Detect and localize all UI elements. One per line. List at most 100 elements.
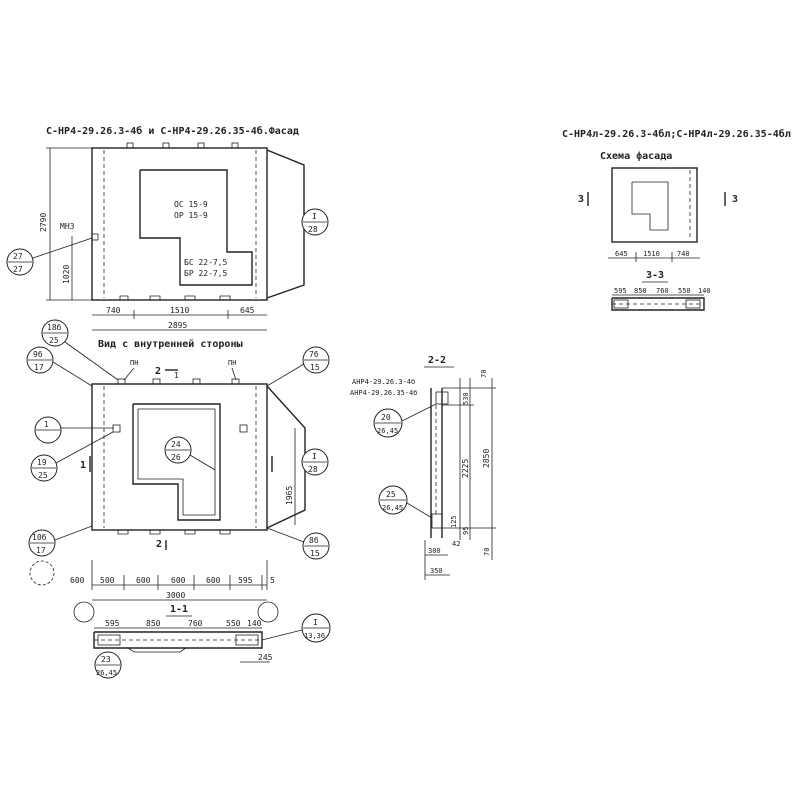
leader-line xyxy=(231,367,237,381)
leader-line xyxy=(64,341,119,381)
leader-line xyxy=(401,403,437,422)
bubble-top: 8б xyxy=(309,535,319,545)
dim-section: 550 xyxy=(226,619,241,628)
dim-vertical: 125 xyxy=(450,515,458,528)
leader-line xyxy=(266,527,305,543)
facade-opening xyxy=(139,169,253,286)
section-mark: 1 xyxy=(80,460,86,471)
dim-vertical: 95 xyxy=(462,527,470,535)
bubble-top: I xyxy=(313,618,318,627)
opening-mark: ОР 15-9 xyxy=(174,211,208,220)
inside-opening-inner xyxy=(137,408,216,516)
dim-bottom: 600 xyxy=(206,576,221,585)
opening-mark: ОС 15-9 xyxy=(174,200,208,209)
leader-line xyxy=(261,629,303,641)
bottom-key xyxy=(184,530,196,535)
scheme-section-mark: 3 xyxy=(732,194,738,205)
leader-line xyxy=(266,363,305,387)
lifting-loop xyxy=(117,378,126,385)
scheme-title: С-НР4л-29.26.3-4бл;С-НР4л-29.26.35-4бл xyxy=(562,128,791,140)
bubble-bottom: 17 xyxy=(36,546,46,555)
leader-line xyxy=(123,367,135,381)
bottom-key xyxy=(219,530,231,535)
scheme-section-dim: 760 xyxy=(656,287,669,295)
opening-mark: БС 22-7,5 xyxy=(184,258,228,267)
pn-label: ПН xyxy=(228,359,236,367)
dim-vertical: 2225 xyxy=(461,459,470,478)
scheme-section-dim: 595 xyxy=(614,287,627,295)
dim-bottom: 600 xyxy=(171,576,186,585)
bubble-bottom: 25 xyxy=(49,336,59,345)
faint-callout xyxy=(73,601,95,623)
bubble-bottom: 28 xyxy=(308,465,318,474)
scheme-dim: 645 xyxy=(615,250,628,258)
lifting-loop xyxy=(126,142,134,149)
bubble-top: I xyxy=(312,452,317,461)
bubble-bottom: 26 xyxy=(171,453,181,462)
bubble-top: 1 xyxy=(44,420,49,429)
dim-bottom: 595 xyxy=(238,576,253,585)
inside-title: Вид с внутренней стороны xyxy=(98,338,243,350)
bubble-bottom: 15 xyxy=(310,363,320,372)
dim-bottom: 1510 xyxy=(170,306,189,315)
dim-section-bottom: 245 xyxy=(258,653,273,662)
bottom-key xyxy=(149,530,161,535)
faint-callout xyxy=(29,560,55,586)
bubble-bottom: 26,45 xyxy=(377,427,398,435)
section-void xyxy=(435,391,449,405)
section-mark: 2 xyxy=(156,539,162,550)
bubble-top: 25 xyxy=(386,490,396,499)
scheme-section-mark: 3 xyxy=(578,194,584,205)
dim-bottom: 600 xyxy=(136,576,151,585)
facade-title: С-НР4-29.26.3-4б и С-НР4-29.26.35-4б.Фас… xyxy=(46,125,299,137)
bubble-top: 10б xyxy=(32,532,47,542)
section-title: 2-2 xyxy=(428,355,446,366)
section-mark: 2 xyxy=(155,366,161,377)
dim-vertical: 2850 xyxy=(482,449,491,468)
dim-small: 300 xyxy=(428,547,441,555)
bottom-key xyxy=(119,295,129,300)
scheme-section-profile xyxy=(611,297,705,311)
section-title: 1-1 xyxy=(170,604,188,615)
dim-vertical: 70 xyxy=(480,370,488,378)
mnz-label: МН3 xyxy=(60,222,75,231)
pn-label: ПН xyxy=(130,359,138,367)
bubble-bottom: 26,45 xyxy=(382,504,403,512)
lifting-loop xyxy=(152,378,161,385)
dim-small: 42 xyxy=(452,540,460,548)
bottom-key xyxy=(149,295,161,300)
dim-section: 760 xyxy=(188,619,203,628)
scheme-opening xyxy=(631,181,669,231)
scheme-section-dim: 550 xyxy=(678,287,691,295)
scheme-section-dim: 850 xyxy=(634,287,647,295)
section-void xyxy=(431,513,443,529)
bubble-bottom: 26,45 xyxy=(96,669,117,677)
inside-opening-outer xyxy=(132,403,221,521)
faint-callout xyxy=(257,601,279,623)
lifting-loop xyxy=(192,378,201,385)
bubble-top: 27 xyxy=(13,252,23,261)
scheme-section-dim: 140 xyxy=(698,287,711,295)
section-key xyxy=(127,647,187,653)
facade-scheme: С-НР4л-29.26.3-4бл;С-НР4л-29.26.35-4бл С… xyxy=(562,128,791,311)
bubble-bottom: 28 xyxy=(308,225,318,234)
inside-panel-outline xyxy=(91,383,268,531)
dim-vertical: 530 xyxy=(462,392,470,405)
leader-line xyxy=(406,502,433,519)
bottom-key xyxy=(219,295,231,300)
embedded-part xyxy=(112,424,121,433)
section-profile xyxy=(93,631,263,649)
bubble-bottom: 27 xyxy=(13,265,23,274)
dim-width-total: 2895 xyxy=(168,321,187,330)
panel-mark: АНР4-29.26.35-4б xyxy=(350,389,417,397)
inside-side-return xyxy=(266,385,306,529)
bubble-bottom: 13,36 xyxy=(304,632,325,640)
dim-bottom: 645 xyxy=(240,306,255,315)
mnz-mark xyxy=(91,233,99,241)
scheme-section-title: 3-3 xyxy=(646,270,664,281)
facade-view: С-НР4-29.26.3-4б и С-НР4-29.26.35-4б.Фас… xyxy=(6,125,329,331)
bubble-top: I xyxy=(312,212,317,221)
bubble-top: 7б xyxy=(309,349,319,359)
leader-line xyxy=(55,431,114,464)
